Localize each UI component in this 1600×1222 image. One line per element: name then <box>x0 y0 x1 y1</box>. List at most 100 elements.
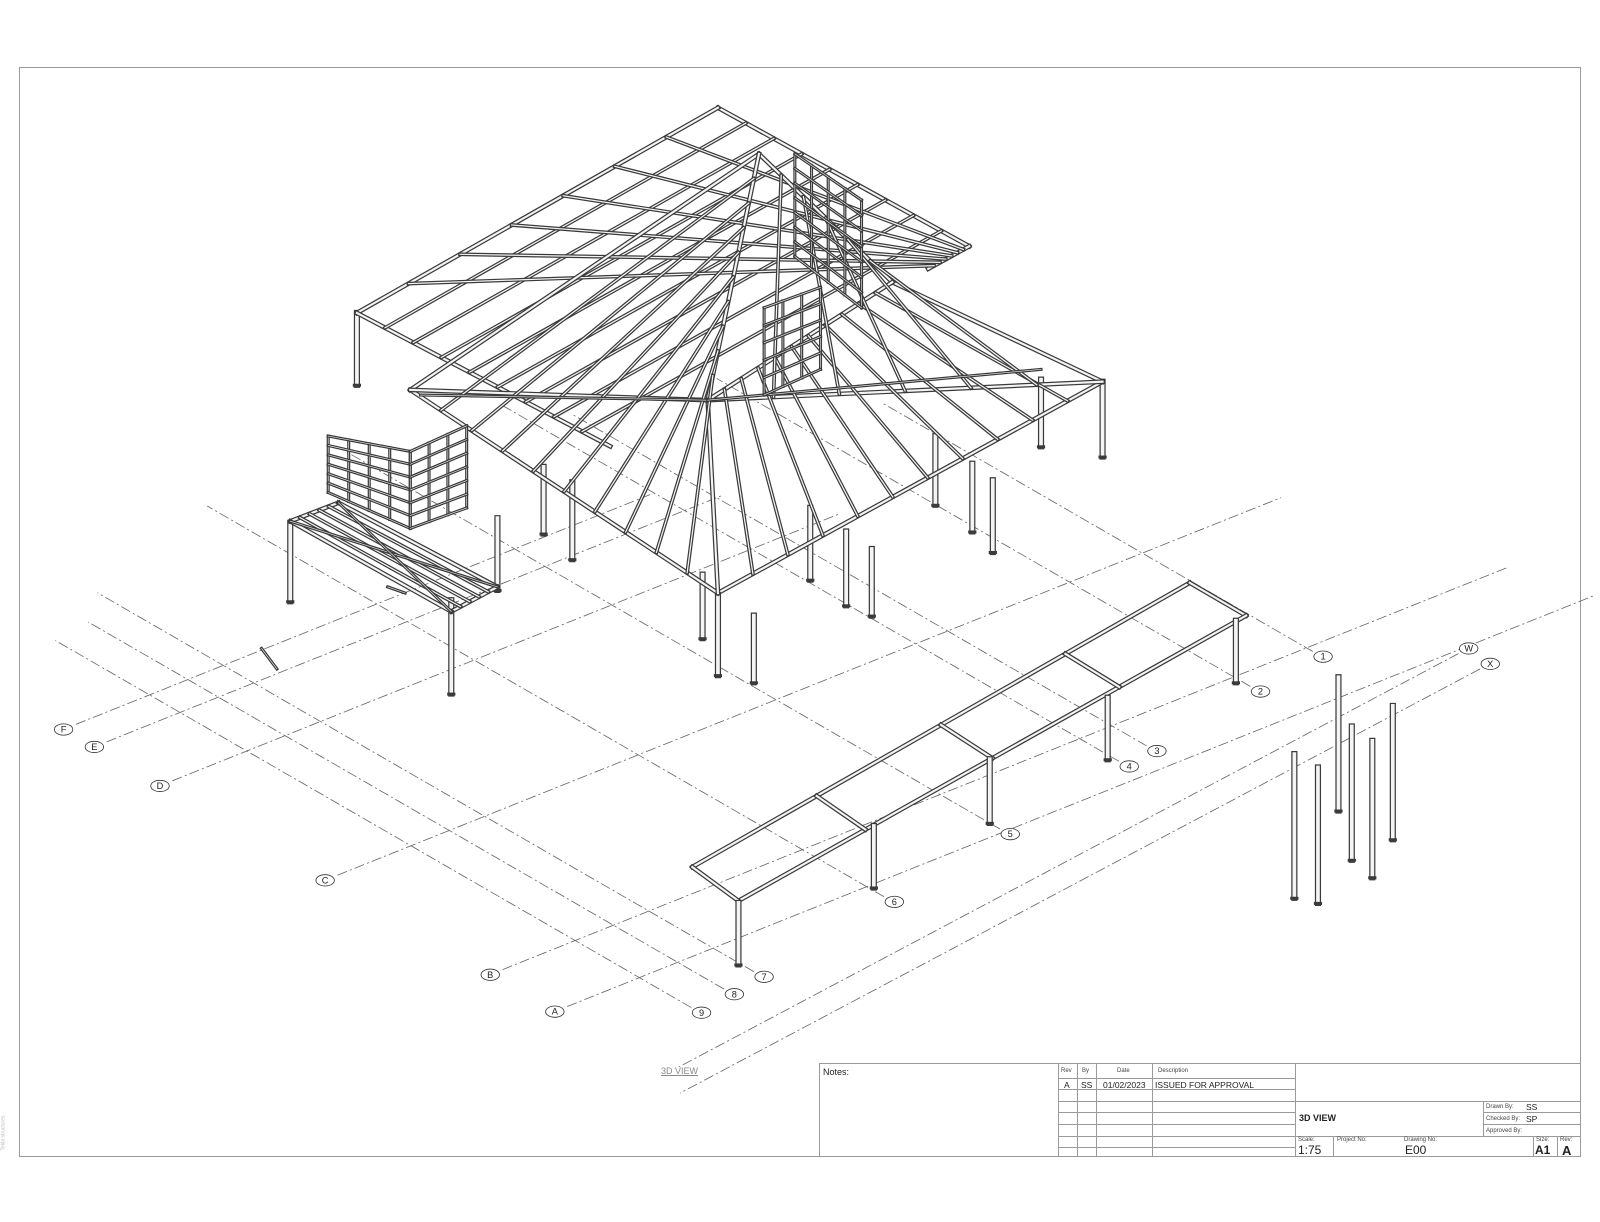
steel-beam-face <box>496 183 859 388</box>
steel-beam-face <box>468 168 831 374</box>
title-block-frame <box>819 1063 1581 1157</box>
steel-beam-face <box>412 137 775 344</box>
drawing-title: 3D VIEW <box>1299 1113 1337 1123</box>
steel-beam-face <box>327 463 411 491</box>
steel-beam-face <box>716 106 971 248</box>
steel-beam-face <box>763 368 821 396</box>
revision-rev: A <box>1064 1080 1070 1090</box>
column-base-plate <box>713 674 723 678</box>
steel-beam-face <box>772 174 782 398</box>
grid-bubble <box>1250 685 1271 698</box>
grid-line-F <box>75 494 651 725</box>
grid-label: B <box>487 970 493 980</box>
column-base-plate <box>867 614 876 618</box>
rev-header: Rev <box>1061 1068 1072 1074</box>
steel-beam-face <box>939 723 994 760</box>
grid-bubble-4: 4 <box>1119 760 1139 773</box>
grid-line-D <box>172 513 840 782</box>
steel-beam-face <box>409 480 468 504</box>
steel-structure <box>259 104 1397 968</box>
steel-beam-face <box>407 264 935 285</box>
steel-beam-face <box>327 454 411 478</box>
column-base-plate <box>568 558 577 562</box>
steel-beam-face <box>794 256 862 309</box>
grid-bubble-C: C <box>315 874 335 887</box>
grid-label: F <box>61 725 67 735</box>
scale-value: 1:75 <box>1298 1143 1322 1157</box>
steel-beam-face <box>594 300 730 513</box>
steel-beam-face <box>409 466 468 491</box>
software-note: Tekla structures <box>0 1115 7 1151</box>
grid-bubble-6: 6 <box>884 895 904 908</box>
steel-beam-face <box>794 241 862 293</box>
column-base-plate <box>988 550 997 555</box>
column-base-plate <box>1103 758 1112 762</box>
steel-beam-face <box>387 586 406 594</box>
steel-beam-face <box>308 512 471 603</box>
steel-beam-face <box>470 202 750 432</box>
grid-bubble <box>1313 650 1333 663</box>
steel-beam-face <box>824 324 964 460</box>
grid-line-7 <box>97 592 755 973</box>
steel-beam-face <box>562 194 953 257</box>
sheet-size: A1 <box>1535 1143 1551 1157</box>
grid-bubble <box>84 740 104 754</box>
revision-date: 01/02/2023 <box>1103 1080 1146 1090</box>
grid-bubble-X: X <box>1480 657 1500 670</box>
steel-beam-face <box>794 168 862 216</box>
grid-bubble <box>150 779 170 792</box>
grid-label: 6 <box>892 897 897 907</box>
steel-beam-face <box>857 302 1034 421</box>
steel-beam-face <box>846 238 972 389</box>
column-base-plate <box>806 578 815 582</box>
view-caption: 3D VIEW <box>661 1066 699 1076</box>
grid-label: 4 <box>1127 762 1132 772</box>
steel-beam-face <box>807 334 929 479</box>
grid-bubble <box>1119 760 1139 773</box>
grid-label: 5 <box>1008 829 1013 839</box>
grid-label: 1 <box>1321 652 1326 662</box>
steel-beam-face <box>763 303 821 326</box>
steel-beam-face <box>440 177 755 412</box>
steel-beam-face <box>763 286 821 309</box>
steel-beam-face <box>763 319 821 344</box>
steel-beam-face <box>841 313 999 441</box>
grid-bubble <box>545 1005 565 1018</box>
steel-beam-face <box>384 122 747 329</box>
column-base-plate <box>968 530 977 534</box>
grid-bubble <box>1480 657 1500 670</box>
column-base-plate <box>1368 876 1377 880</box>
grid-label: 7 <box>762 972 767 982</box>
steel-beam-face <box>690 865 740 903</box>
steel-beam-face <box>327 482 411 516</box>
steel-beam-face <box>624 325 724 533</box>
project-no-label: Project No: <box>1337 1137 1367 1143</box>
grid-bubble-F: F <box>53 723 74 736</box>
grid-line-9 <box>55 640 692 1008</box>
steel-beam-face <box>327 473 411 504</box>
column-base-plate <box>698 637 707 641</box>
checked-by: SP <box>1526 1114 1538 1124</box>
grid-label: W <box>1464 644 1473 654</box>
grid-bubble <box>691 1006 712 1019</box>
steel-beam-face <box>706 399 720 595</box>
column-base-plate <box>842 604 851 608</box>
column-base-plate <box>539 532 548 536</box>
steel-beam-face <box>890 280 1104 384</box>
grid-bubble-B: B <box>480 968 500 981</box>
steel-beam-face <box>614 165 959 254</box>
steel-beam-face <box>408 152 761 392</box>
column-base-plate <box>749 681 758 685</box>
approved-by-label: Approved By: <box>1486 1128 1523 1134</box>
drawn-by: SS <box>1526 1102 1538 1112</box>
size-label: Size: <box>1536 1137 1550 1143</box>
grid-bubble-2: 2 <box>1250 685 1271 698</box>
steel-beam-face <box>409 425 468 452</box>
column-base-plate <box>1347 858 1356 862</box>
column-base-plate <box>1036 445 1046 449</box>
grid-bubble <box>53 723 74 736</box>
steel-beam-face <box>420 394 709 401</box>
grid-bubble <box>315 874 335 887</box>
